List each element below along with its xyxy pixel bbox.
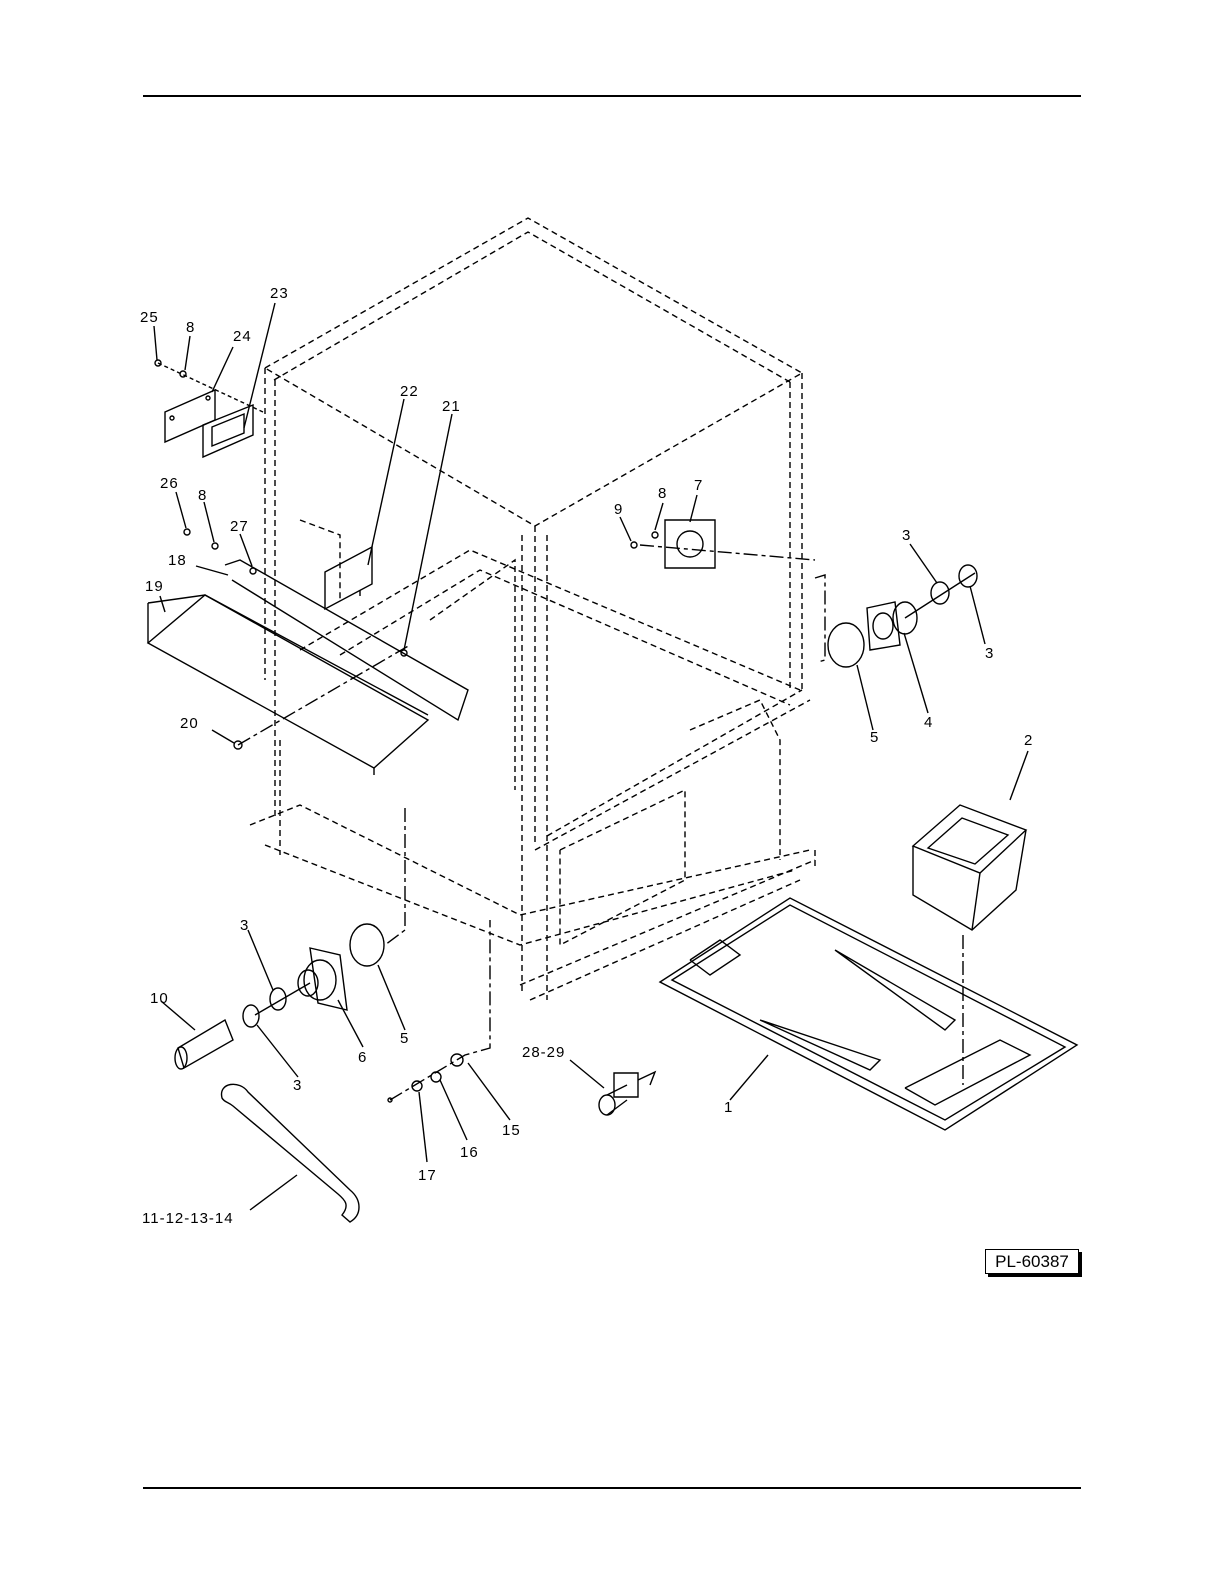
callout-20: 20 [180,715,199,732]
callout-3: 3 [293,1077,302,1094]
callout-5: 5 [400,1030,409,1047]
callout-23: 23 [270,285,289,302]
callout-9: 9 [614,501,623,518]
box-2 [913,805,1026,930]
figure-id-label: PL-60387 [985,1249,1079,1274]
gasket-7 [665,520,715,568]
callout-3: 3 [240,917,249,934]
callout-21: 21 [442,398,461,415]
callout-3: 3 [902,527,911,544]
callout-labels: 1 2 3 3 3 3 4 5 5 6 7 8 8 8 9 10 11-12-1… [140,285,1033,1227]
callout-22: 22 [400,383,419,400]
plate-24 [165,390,215,442]
callout-15: 15 [502,1122,521,1139]
callout-11-12-13-14: 11-12-13-14 [142,1210,234,1227]
callout-3: 3 [985,645,994,662]
callout-8: 8 [186,319,195,336]
pipe-10 [175,1020,233,1069]
leader-lines [154,303,1028,1210]
callout-27: 27 [230,518,249,535]
callout-7: 7 [694,477,703,494]
callout-28-29: 28-29 [522,1044,565,1061]
callout-5: 5 [870,729,879,746]
callout-26: 26 [160,475,179,492]
callout-8: 8 [658,485,667,502]
callout-1: 1 [724,1099,733,1116]
callout-17: 17 [418,1167,437,1184]
callout-4: 4 [924,714,933,731]
callout-6: 6 [358,1049,367,1066]
callout-16: 16 [460,1144,479,1161]
cabinet-frame [250,218,815,1000]
callout-25: 25 [140,309,159,326]
plate-22 [325,547,372,609]
rail-18 [225,560,468,720]
fitting-6 [298,948,347,1010]
callout-24: 24 [233,328,252,345]
callout-2: 2 [1024,732,1033,749]
callout-19: 19 [145,578,164,595]
drain-fitting-4 [867,602,917,650]
elbow-pipe-11-14 [222,1084,359,1222]
callout-18: 18 [168,552,187,569]
gasket-23 [203,405,253,457]
callout-8: 8 [198,487,207,504]
tray-19 [148,595,428,775]
base-pan-1 [660,898,1077,1130]
sensor-28-29 [599,1072,655,1115]
callout-10: 10 [150,990,169,1007]
